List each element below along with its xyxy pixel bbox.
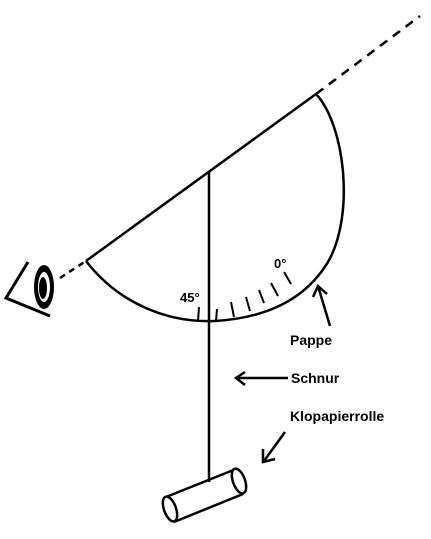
arrow-pappe [311, 283, 332, 327]
protractor-arc [85, 93, 345, 323]
tick-mark [283, 271, 292, 285]
tick-mark [258, 289, 265, 304]
arrow-klopapierrolle [261, 431, 287, 464]
tick-mark [197, 306, 200, 322]
sight-line-dashed-right [315, 15, 421, 95]
tick-mark [270, 282, 279, 297]
label-schnur: Schnur [291, 370, 340, 386]
label-klopapierrolle: Klopapierrolle [290, 408, 384, 424]
arrow-schnur [233, 370, 288, 386]
tick-mark [230, 301, 235, 318]
label-zero-degree: 0° [274, 256, 286, 271]
degree-ticks [197, 271, 292, 322]
protractor-straight-edge [85, 92, 317, 263]
label-forty-five-degree: 45° [180, 290, 200, 305]
label-pappe: Pappe [290, 332, 332, 348]
toilet-roll-weight [161, 467, 248, 524]
eye-icon [3, 261, 54, 318]
tick-mark [245, 296, 251, 312]
tick-mark [215, 308, 218, 322]
sight-line-dashed-left [59, 259, 87, 280]
